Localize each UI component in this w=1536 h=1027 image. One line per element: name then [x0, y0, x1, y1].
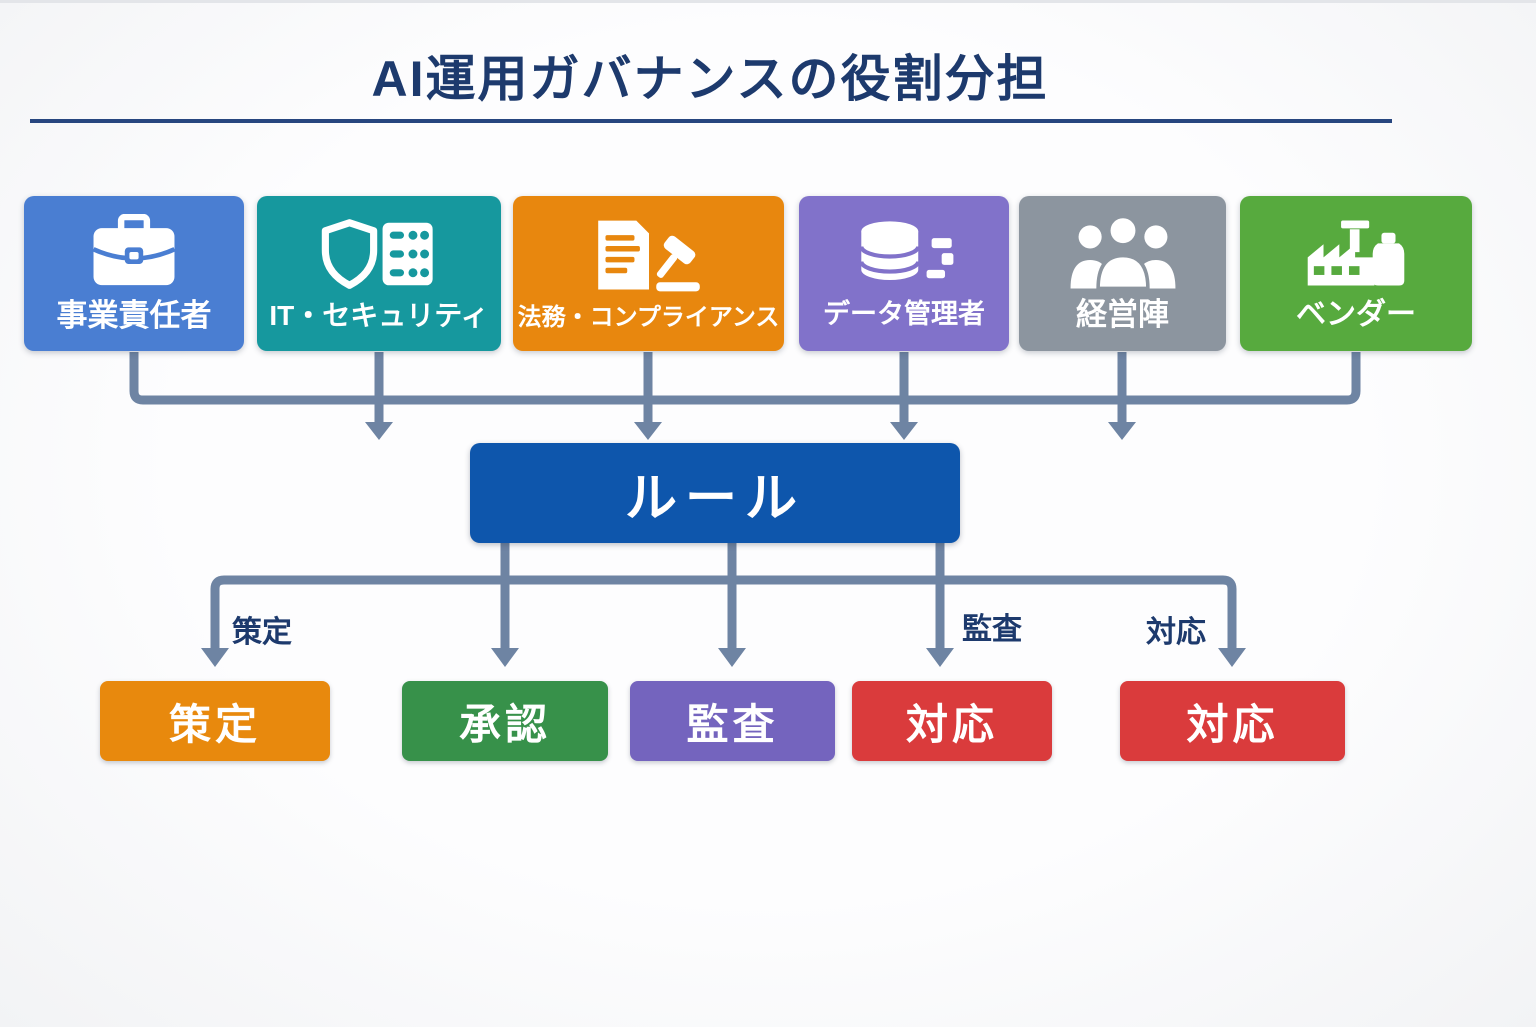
action-box-audit: 監査 [630, 681, 835, 761]
down-arrowhead-icon [1218, 648, 1246, 667]
action-box-approval: 承認 [402, 681, 608, 761]
role-box-business-owner: 事業責任者 [24, 196, 244, 351]
title-underline [30, 119, 1392, 123]
top-bus-line [129, 352, 1361, 405]
action-box-response-1: 対応 [852, 681, 1052, 761]
role-label: 経営陣 [1076, 297, 1169, 333]
down-arrowhead-icon [1108, 422, 1136, 440]
database-icon [859, 221, 954, 281]
connector-lines [129, 352, 1361, 667]
down-arrowhead-icon [491, 648, 519, 667]
action-label: 対応 [905, 700, 998, 748]
action-box-formulation: 策定 [100, 681, 330, 761]
action-label: 承認 [458, 700, 551, 748]
role-box-data-manager: データ管理者 [799, 196, 1009, 351]
action-box-response-2: 対応 [1120, 681, 1345, 761]
role-label: 事業責任者 [56, 298, 212, 334]
arrow-label-formulation: 策定 [232, 616, 292, 649]
down-arrowhead-icon [890, 422, 918, 440]
shield-server-icon [321, 218, 433, 289]
people-icon [1070, 215, 1175, 290]
rule-box: ルール [470, 443, 960, 543]
down-arrowhead-icon [926, 648, 954, 667]
down-arrowhead-icon [718, 648, 746, 667]
document-gavel-icon [597, 220, 700, 292]
role-box-vendor: ベンダー [1240, 196, 1472, 351]
page-title: AI運用ガバナンスの役割分担 [371, 51, 1049, 107]
role-label: ベンダー [1296, 297, 1416, 331]
down-arrowhead-icon [365, 422, 393, 440]
role-label: データ管理者 [823, 299, 985, 330]
action-label: 策定 [168, 700, 261, 748]
action-label: 監査 [686, 700, 779, 748]
arrow-label-audit: 監査 [962, 613, 1022, 646]
action-label: 対応 [1186, 700, 1279, 748]
role-box-legal-compliance: 法務・コンプライアンス [513, 196, 784, 351]
role-box-management: 経営陣 [1019, 196, 1226, 351]
rule-label: ルール [624, 469, 805, 528]
arrow-label-response: 対応 [1146, 616, 1206, 649]
down-arrowhead-icon [201, 648, 229, 667]
role-box-it-security: IT・セキュリティ [257, 196, 501, 351]
role-label: 法務・コンプライアンス [517, 303, 780, 331]
bottom-bus-line [210, 575, 1237, 649]
down-arrowhead-icon [634, 422, 662, 440]
briefcase-icon [92, 214, 176, 286]
role-label: IT・セキュリティ [269, 299, 489, 331]
factory-icon [1307, 220, 1405, 286]
